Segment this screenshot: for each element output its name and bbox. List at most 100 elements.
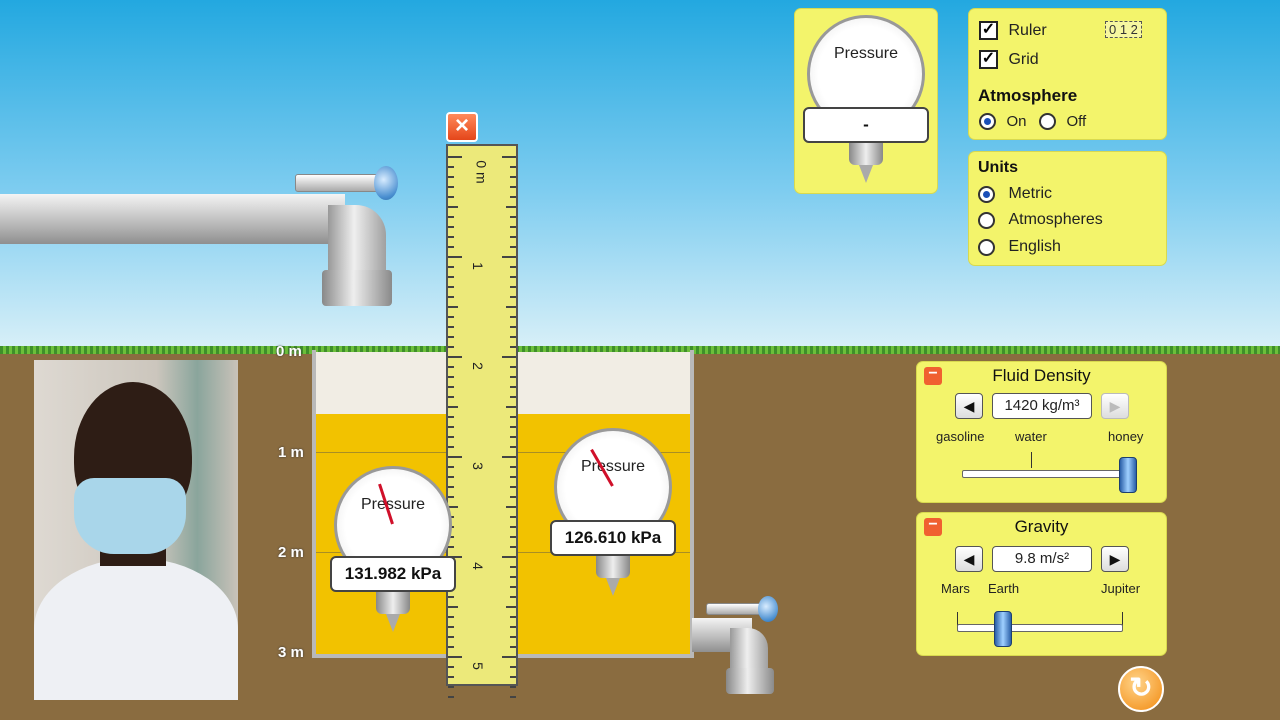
ruler-tick bbox=[510, 426, 516, 428]
units-metric-label: Metric bbox=[1008, 185, 1053, 202]
ruler-tick bbox=[448, 656, 462, 658]
ruler-tick bbox=[510, 696, 516, 698]
presenter-shirt bbox=[34, 558, 238, 700]
ruler-checkbox[interactable]: ✓ bbox=[979, 21, 998, 40]
collapse-fluid-density-button[interactable]: − bbox=[924, 366, 942, 385]
reset-button[interactable]: ↻ bbox=[1118, 666, 1164, 712]
ruler-tick bbox=[510, 196, 516, 198]
ruler-tick bbox=[448, 166, 454, 168]
gravity-slider-track[interactable] bbox=[957, 624, 1123, 632]
drain-valve-handle[interactable] bbox=[706, 603, 764, 615]
ruler-tick bbox=[510, 226, 516, 228]
atmosphere-off-radio[interactable] bbox=[1039, 113, 1056, 131]
grid-option[interactable]: ✓ Grid bbox=[979, 50, 1039, 69]
faucet-valve-handle[interactable] bbox=[295, 174, 385, 192]
gauge-title: Pressure bbox=[360, 496, 426, 513]
ruler-option[interactable]: ✓ Ruler bbox=[979, 21, 1047, 40]
gravity-slider-thumb[interactable] bbox=[994, 611, 1013, 647]
fluid-density-slider-thumb[interactable] bbox=[1119, 457, 1137, 493]
gravity-tick-mars bbox=[957, 612, 958, 628]
gravity-decrease-button[interactable]: ◀ bbox=[955, 546, 983, 572]
ruler-tick bbox=[448, 176, 454, 178]
ruler-tick bbox=[448, 426, 454, 428]
units-panel: Units Metric Atmospheres English bbox=[969, 152, 1166, 265]
atmosphere-off-label: Off bbox=[1066, 113, 1087, 131]
ruler-tick bbox=[502, 156, 516, 158]
units-atmospheres-radio[interactable] bbox=[978, 211, 995, 229]
atmosphere-on-label: On bbox=[1006, 113, 1027, 131]
ruler-tick bbox=[510, 646, 516, 648]
ruler-tick bbox=[448, 196, 454, 198]
collapse-gravity-button[interactable]: − bbox=[924, 517, 942, 536]
faucet-spout bbox=[322, 270, 392, 306]
gauge-tip bbox=[859, 165, 873, 183]
ruler-close-button[interactable]: × bbox=[446, 112, 478, 142]
atmosphere-on-radio[interactable] bbox=[979, 113, 996, 131]
ruler-tick bbox=[510, 396, 516, 398]
atmosphere-on-option[interactable]: On bbox=[979, 113, 1026, 131]
ruler-tick bbox=[510, 376, 516, 378]
ruler-tick bbox=[448, 666, 454, 668]
faucet-valve-knob[interactable] bbox=[374, 166, 398, 200]
units-heading: Units bbox=[978, 159, 1018, 176]
ruler-tick bbox=[510, 676, 516, 678]
gravity-increase-button[interactable]: ▶ bbox=[1101, 546, 1129, 572]
fluid-density-title: Fluid Density bbox=[992, 366, 1091, 385]
ruler-tick bbox=[510, 416, 516, 418]
ruler-tick bbox=[502, 456, 516, 458]
gauge-toolbox-panel: Pressure - bbox=[795, 9, 937, 193]
ruler-tick bbox=[510, 366, 516, 368]
ruler-label-4: 4 bbox=[469, 562, 486, 570]
fluid-density-slider-track[interactable] bbox=[962, 470, 1128, 478]
gravity-tick-jupiter bbox=[1122, 612, 1123, 628]
ruler-tick bbox=[448, 336, 454, 338]
grid-checkbox[interactable]: ✓ bbox=[979, 50, 998, 69]
units-metric-radio[interactable] bbox=[978, 185, 995, 203]
ruler-tick bbox=[510, 246, 516, 248]
ruler-tick bbox=[510, 566, 516, 568]
ruler-tick bbox=[510, 296, 516, 298]
ruler-tick bbox=[448, 556, 462, 558]
ruler-tick bbox=[510, 236, 516, 238]
ruler-label-3: 3 bbox=[469, 462, 486, 470]
atmosphere-off-option[interactable]: Off bbox=[1039, 113, 1086, 131]
gravity-label-earth: Earth bbox=[988, 581, 1020, 596]
ruler-tick bbox=[510, 466, 516, 468]
ruler-tick bbox=[510, 176, 516, 178]
fluid-tick-water bbox=[1031, 452, 1032, 468]
pool-wall-right bbox=[690, 350, 694, 658]
drain-valve-knob[interactable] bbox=[758, 596, 778, 622]
ruler-tick bbox=[506, 206, 516, 208]
gauge-nozzle bbox=[596, 556, 630, 578]
gravity-label-mars: Mars bbox=[941, 581, 970, 596]
gauge-title: Pressure bbox=[580, 458, 646, 475]
units-option-atmospheres[interactable]: Atmospheres bbox=[978, 211, 1103, 229]
units-option-metric[interactable]: Metric bbox=[978, 185, 1052, 203]
ruler-tick bbox=[448, 386, 454, 388]
ruler-label-1: 1 bbox=[469, 262, 486, 270]
ruler-tick bbox=[510, 436, 516, 438]
ruler-tick bbox=[448, 286, 454, 288]
gauge-nozzle bbox=[849, 143, 883, 165]
fluid-density-increase-button[interactable]: ▶ bbox=[1101, 393, 1129, 419]
drain-spout bbox=[726, 668, 774, 694]
ruler-tick bbox=[510, 276, 516, 278]
ruler-tick bbox=[510, 166, 516, 168]
ruler-label-0: 0 m bbox=[473, 160, 490, 184]
gauge-readout: 131.982 kPa bbox=[330, 556, 456, 592]
ruler-tick bbox=[448, 356, 462, 358]
ruler-tick bbox=[510, 266, 516, 268]
ruler-label-5: 5 bbox=[469, 662, 486, 670]
ruler-tick bbox=[510, 596, 516, 598]
fluid-density-panel: − Fluid Density ◀ 1420 kg/m³ ▶ gasoline … bbox=[917, 362, 1166, 502]
fluid-density-decrease-button[interactable]: ◀ bbox=[955, 393, 983, 419]
ruler[interactable]: 0 m 1 2 3 4 5 bbox=[446, 144, 518, 698]
ruler-tick bbox=[510, 496, 516, 498]
ruler-tick bbox=[448, 186, 454, 188]
ruler-tick bbox=[510, 516, 516, 518]
depth-label-1: 1 m bbox=[278, 444, 304, 461]
units-english-radio[interactable] bbox=[978, 238, 995, 256]
ruler-tick bbox=[448, 506, 458, 508]
ruler-tick bbox=[448, 436, 454, 438]
units-option-english[interactable]: English bbox=[978, 238, 1061, 256]
